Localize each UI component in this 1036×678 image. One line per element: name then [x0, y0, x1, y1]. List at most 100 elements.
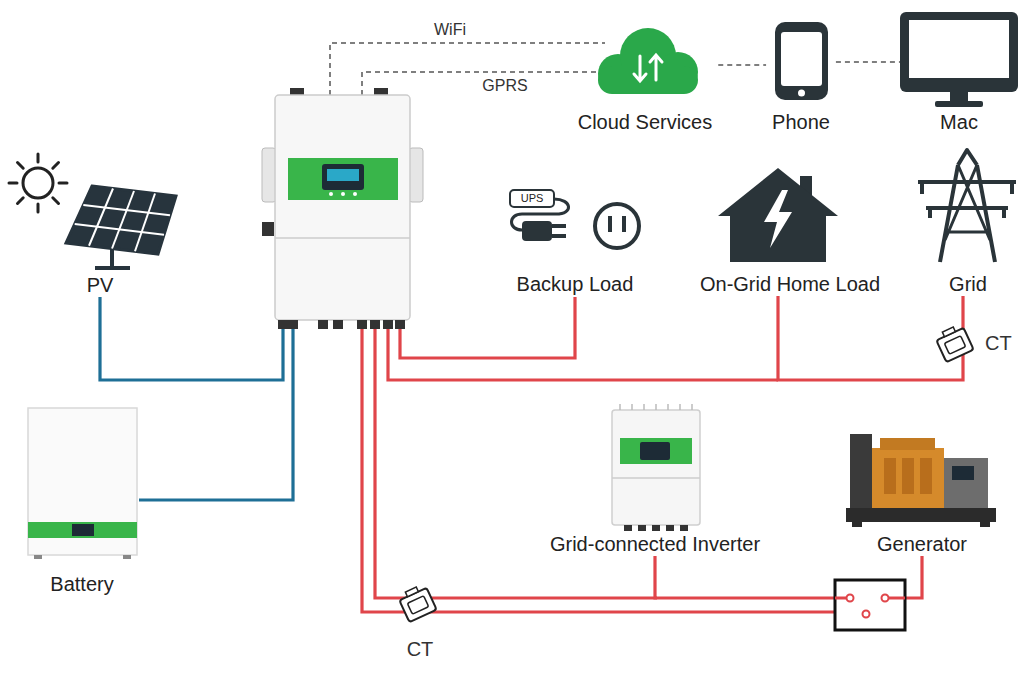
data-link [836, 61, 900, 63]
grid-inverter-icon [652, 525, 660, 531]
generator-icon [902, 458, 914, 494]
ct-sensor [942, 327, 955, 337]
hybrid-inverter [327, 169, 359, 181]
grid-inverter-icon [638, 525, 646, 531]
solar-panel-icon [66, 186, 176, 268]
ct-sensor [405, 587, 418, 597]
sun-icon [53, 198, 59, 204]
device-node: Grid [918, 146, 1018, 296]
device-node: Battery [27, 404, 137, 596]
device-label: Battery [50, 572, 113, 596]
hybrid-inverter [262, 222, 274, 236]
hybrid-inverter [275, 237, 410, 239]
sun-icon [18, 163, 24, 169]
cloud-icon [598, 28, 698, 94]
hybrid-inverter [262, 148, 276, 202]
ct-sensor [407, 596, 428, 614]
ct-sensor [934, 323, 973, 362]
ct-sensor [936, 328, 973, 362]
ac-wire [388, 328, 778, 380]
hybrid-inverter [322, 164, 364, 190]
sensor-label: CT [985, 331, 1012, 355]
device-node: PV [80, 148, 120, 297]
grid-inverter-icon [612, 410, 700, 525]
ups-plug-icon [510, 190, 569, 241]
transfer-switch [888, 597, 905, 600]
device-label: Backup Load [517, 272, 634, 296]
grid-inverter-icon [691, 404, 693, 410]
hybrid-inverter [288, 320, 298, 329]
generator-icon [846, 434, 996, 527]
battery-icon [72, 524, 94, 536]
ups-plug-icon [510, 190, 554, 207]
grid-inverter-icon [643, 404, 645, 410]
hybrid-inverter [357, 320, 367, 329]
comm-line [362, 72, 600, 95]
sun-icon [23, 168, 53, 198]
solar-panel-icon [75, 224, 164, 235]
battery-icon [34, 555, 42, 559]
pylon-icon [918, 150, 1016, 262]
cloud-icon [650, 55, 662, 80]
grid-inverter-icon [680, 525, 688, 531]
cloud-icon [598, 66, 698, 94]
ac-wire [778, 296, 963, 380]
generator-icon [852, 522, 862, 527]
solar-panel-icon [66, 186, 176, 254]
hybrid-inverter [395, 320, 405, 329]
ups-plug-icon [552, 234, 566, 238]
generator-icon [850, 434, 872, 508]
sun-icon [37, 204, 40, 212]
ct-sensor [397, 583, 436, 622]
grid-inverter-icon [666, 525, 674, 531]
generator-icon [846, 508, 996, 522]
grid-inverter-icon [640, 442, 670, 460]
transfer-switch [847, 595, 854, 602]
pylon-icon [945, 165, 990, 240]
monitor-icon [909, 20, 1009, 78]
sun-icon [59, 182, 67, 185]
outlet-icon [595, 204, 639, 248]
outlet-icon [608, 216, 612, 232]
transfer-switch [863, 611, 870, 618]
grid-inverter-icon [679, 404, 681, 410]
transfer-switch [882, 595, 889, 602]
hybrid-inverter [278, 320, 288, 329]
hybrid-inverter [333, 320, 343, 329]
monitor-icon [950, 92, 968, 102]
house-icon [718, 168, 838, 262]
dc-wire [100, 297, 283, 380]
sun-icon [9, 154, 67, 212]
data-link [718, 64, 766, 66]
solar-panel-icon [75, 189, 170, 252]
ac-wire [362, 297, 866, 612]
phone-icon [775, 22, 828, 100]
hybrid-inverter [288, 158, 398, 200]
device-node: Mac [900, 10, 1018, 134]
generator-icon [872, 448, 944, 508]
device-label: PV [87, 273, 114, 297]
sun-icon [37, 154, 40, 162]
grid-inverter-icon [620, 404, 692, 410]
device-label: Grid-connected Inverter [550, 532, 760, 556]
hybrid-inverter [370, 320, 380, 329]
grid-inverter-icon [612, 404, 700, 531]
battery-icon [28, 408, 137, 559]
solar-panel-icon [83, 205, 170, 215]
battery-icon [123, 555, 131, 559]
outlet-icon [622, 216, 626, 232]
ct-sensor [944, 336, 965, 354]
hybrid-inverter [262, 88, 423, 329]
solar-panel-icon [110, 249, 114, 268]
cloud-icon [634, 55, 662, 81]
device-label: Generator [877, 532, 967, 556]
icon-label: UPS [521, 192, 544, 204]
comm-line [330, 43, 605, 95]
generator-icon [880, 438, 935, 450]
ac-wire [400, 297, 575, 358]
generator-icon [944, 458, 988, 508]
